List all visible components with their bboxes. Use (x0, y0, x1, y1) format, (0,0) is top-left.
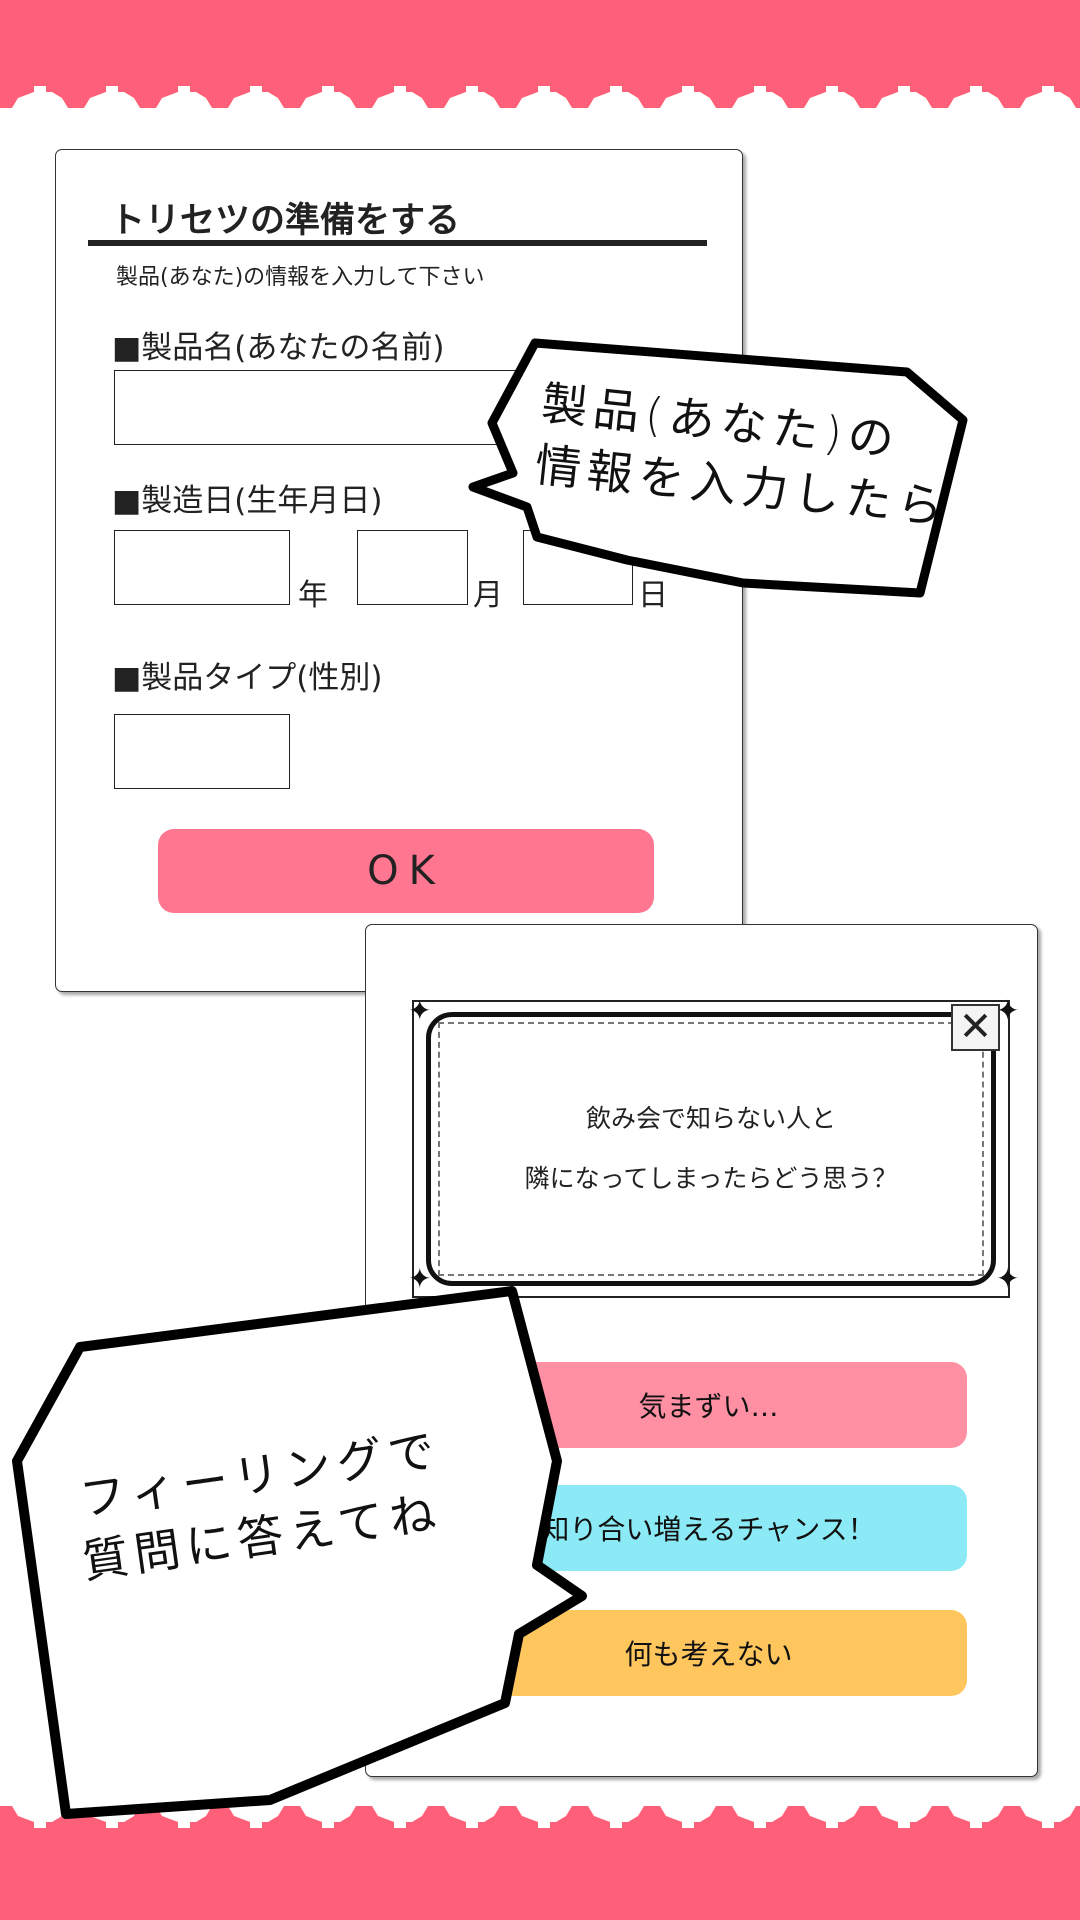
year-input[interactable] (114, 530, 290, 605)
name-label: ■製品名(あなたの名前) (112, 330, 445, 366)
top-banner (0, 0, 1080, 108)
form-subtitle: 製品(あなた)の情報を入力して下さい (116, 265, 485, 290)
close-button[interactable]: ✕ (951, 1004, 1000, 1051)
month-input[interactable] (357, 530, 468, 605)
gender-input[interactable] (114, 714, 290, 789)
answer-button-1[interactable]: 気まずい… (450, 1362, 967, 1448)
ok-button[interactable]: OK (158, 829, 654, 913)
year-unit: 年 (298, 578, 328, 613)
corner-ornament-icon: ✦ (996, 1262, 1020, 1295)
question-frame-inner (426, 1012, 996, 1286)
birthdate-label: ■製造日(生年月日) (112, 483, 383, 519)
type-label: ■製品タイプ(性別) (112, 660, 383, 696)
day-input[interactable] (523, 530, 633, 605)
bottom-banner (0, 1806, 1080, 1920)
question-line1: 飲み会で知らない人と (585, 1104, 836, 1133)
day-unit: 日 (638, 578, 668, 613)
question-text: 飲み会で知らない人と 隣になってしまったらどう思う？ (438, 1022, 984, 1276)
question-frame (412, 1000, 1010, 1298)
corner-ornament-icon: ✦ (996, 994, 1020, 1027)
scallop-edge (12, 86, 1076, 108)
form-title: トリセツの準備をする (110, 201, 461, 241)
close-icon: ✕ (958, 1004, 993, 1050)
answer-button-3[interactable]: 何も考えない (450, 1610, 967, 1696)
corner-ornament-icon: ✦ (408, 1262, 432, 1295)
question-line2: 隣になってしまったらどう思う？ (524, 1164, 898, 1193)
month-unit: 月 (473, 578, 503, 613)
question-frame-dashed (438, 1022, 984, 1276)
answer-button-2[interactable]: 知り合い増えるチャンス！ (450, 1485, 967, 1571)
corner-ornament-icon: ✦ (408, 994, 432, 1027)
scallop-edge (12, 1806, 1076, 1828)
title-underline (88, 240, 707, 246)
